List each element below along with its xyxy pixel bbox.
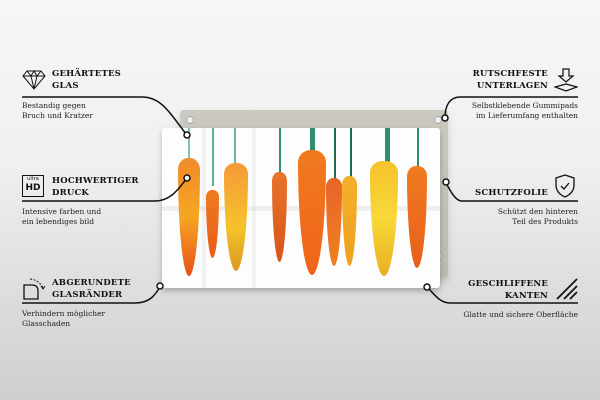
- ultra-hd-icon: ultra HD: [22, 175, 44, 197]
- mount-screw: [186, 116, 194, 124]
- carrot-illustration: [206, 190, 219, 258]
- feature-title: GESCHLIFFENE: [468, 279, 548, 289]
- feature-description: Intensive farben und: [22, 207, 102, 216]
- feature-title: ABGERUNDETE: [52, 278, 131, 288]
- feature-title: KANTEN: [504, 291, 548, 301]
- diamond-icon: [22, 70, 46, 90]
- carrot-illustration: [178, 158, 200, 276]
- feature-description: Selbstklebende Gummipads: [471, 101, 578, 110]
- feature-description: Bruch und Kratzer: [22, 111, 93, 120]
- feature-description: Verhindern möglicher: [22, 309, 106, 318]
- shield-check-icon: [555, 174, 575, 198]
- feature-title: HOCHWERTIGER: [52, 176, 139, 186]
- feature-title: SCHUTZFOLIE: [475, 188, 548, 198]
- feature-description: Schützt den hinteren: [497, 207, 578, 216]
- feature-description: Teil des Produkts: [512, 217, 578, 226]
- feature-title: GEHÄRTETES: [52, 69, 122, 79]
- feature-title: GLASRÄNDER: [52, 290, 123, 300]
- feature-title: UNTERLAGEN: [476, 81, 548, 91]
- polished-edges-icon: [556, 278, 578, 300]
- carrot-illustration: [342, 176, 357, 266]
- pad-download-icon: [554, 68, 578, 92]
- feature-description: Glatte und sichere Oberfläche: [463, 310, 578, 319]
- feature-title: DRUCK: [52, 188, 90, 198]
- carrot-illustration: [272, 172, 287, 262]
- feature-title: GLAS: [52, 81, 79, 91]
- carrot-illustration: [326, 178, 342, 266]
- feature-description: im Lieferumfang enthalten: [476, 111, 578, 120]
- feature-title: RUTSCHFESTE: [472, 69, 548, 79]
- rounded-corner-icon: [23, 278, 46, 300]
- glass-print-panel: [162, 128, 440, 288]
- feature-description: Bestandig gegen: [22, 101, 86, 110]
- carrot-illustration: [407, 166, 427, 268]
- feature-description: Glasschaden: [22, 319, 71, 328]
- feature-description: ein lebendiges bild: [22, 217, 95, 226]
- mount-screw: [434, 116, 442, 124]
